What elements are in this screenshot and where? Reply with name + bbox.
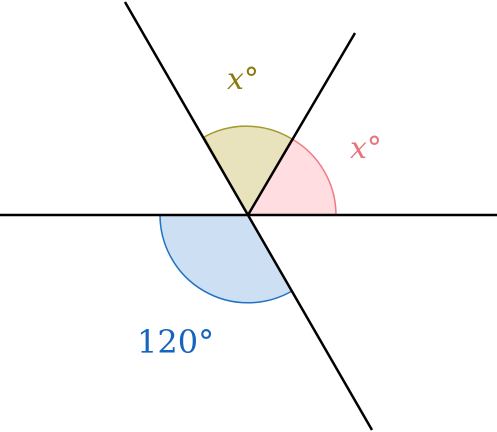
- right-angle-label: x°: [350, 131, 382, 166]
- right-angle-sector: [246, 137, 337, 216]
- upper-angle-label: x°: [227, 62, 259, 97]
- upper-right-ray: [246, 32, 357, 216]
- lower-angle-sector: [159, 214, 294, 304]
- lower-angle-label: 120°: [137, 323, 214, 361]
- upper-angle-sector: [202, 125, 294, 217]
- steep-line: [123, 1, 374, 431]
